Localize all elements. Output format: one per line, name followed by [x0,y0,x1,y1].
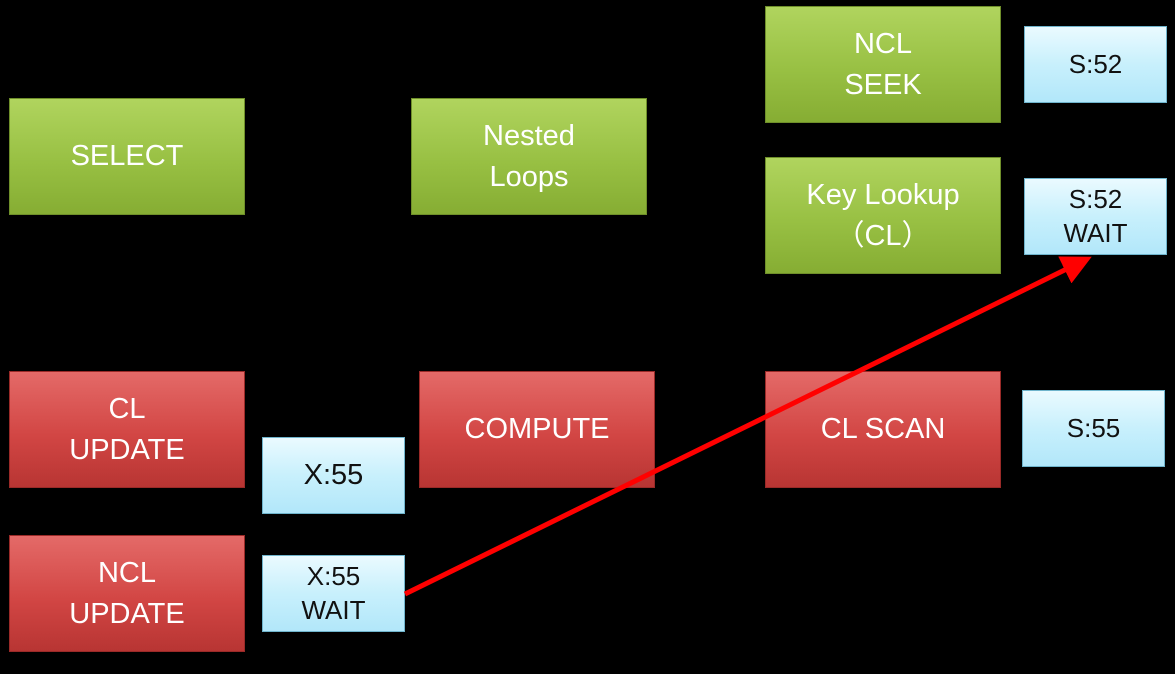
ncl-update-operator: NCL UPDATE [9,535,245,652]
ncl-update-lock-text-line1: X:55 [306,560,361,591]
compute-label: COMPUTE [464,413,610,446]
ncl-seek-lock-label: S:52 [1024,26,1167,103]
ncl-update-label-line1: NCL [97,556,156,589]
ncl-update-lock-text-line2: WAIT [301,594,366,625]
nested-loops-label-line1: Nested [483,119,575,152]
ncl-update-label-line2: UPDATE [69,597,185,630]
select-operator-label: SELECT [70,140,184,173]
select-operator: SELECT [9,98,245,215]
nested-loops-operator: Nested Loops [411,98,647,215]
blocking-arrow [403,256,1092,597]
cl-scan-label: CL SCAN [820,413,946,446]
cl-scan-lock-text: S:55 [1066,412,1121,443]
key-lookup-label-line1: Key Lookup [806,178,960,211]
cl-update-label-line1: CL [108,392,146,425]
cl-update-label-line2: UPDATE [69,433,185,466]
cl-scan-operator: CL SCAN [765,371,1001,488]
key-lookup-lock-label: S:52 WAIT [1024,178,1167,255]
ncl-update-lock-label: X:55 WAIT [262,555,405,632]
key-lookup-lock-text-line1: S:52 [1068,183,1123,214]
ncl-seek-operator: NCL SEEK [765,6,1001,123]
key-lookup-label-line2: （CL） [835,219,931,252]
cl-update-lock-text: X:55 [303,458,364,491]
cl-update-lock-label: X:55 [262,437,405,514]
ncl-seek-label-line1: NCL [853,27,912,60]
cl-update-operator: CL UPDATE [9,371,245,488]
ncl-seek-lock-text: S:52 [1068,48,1123,79]
key-lookup-operator: Key Lookup （CL） [765,157,1001,274]
compute-operator: COMPUTE [419,371,655,488]
nested-loops-label-line2: Loops [489,160,569,193]
cl-scan-lock-label: S:55 [1022,390,1165,467]
key-lookup-lock-text-line2: WAIT [1063,217,1128,248]
ncl-seek-label-line2: SEEK [844,68,922,101]
